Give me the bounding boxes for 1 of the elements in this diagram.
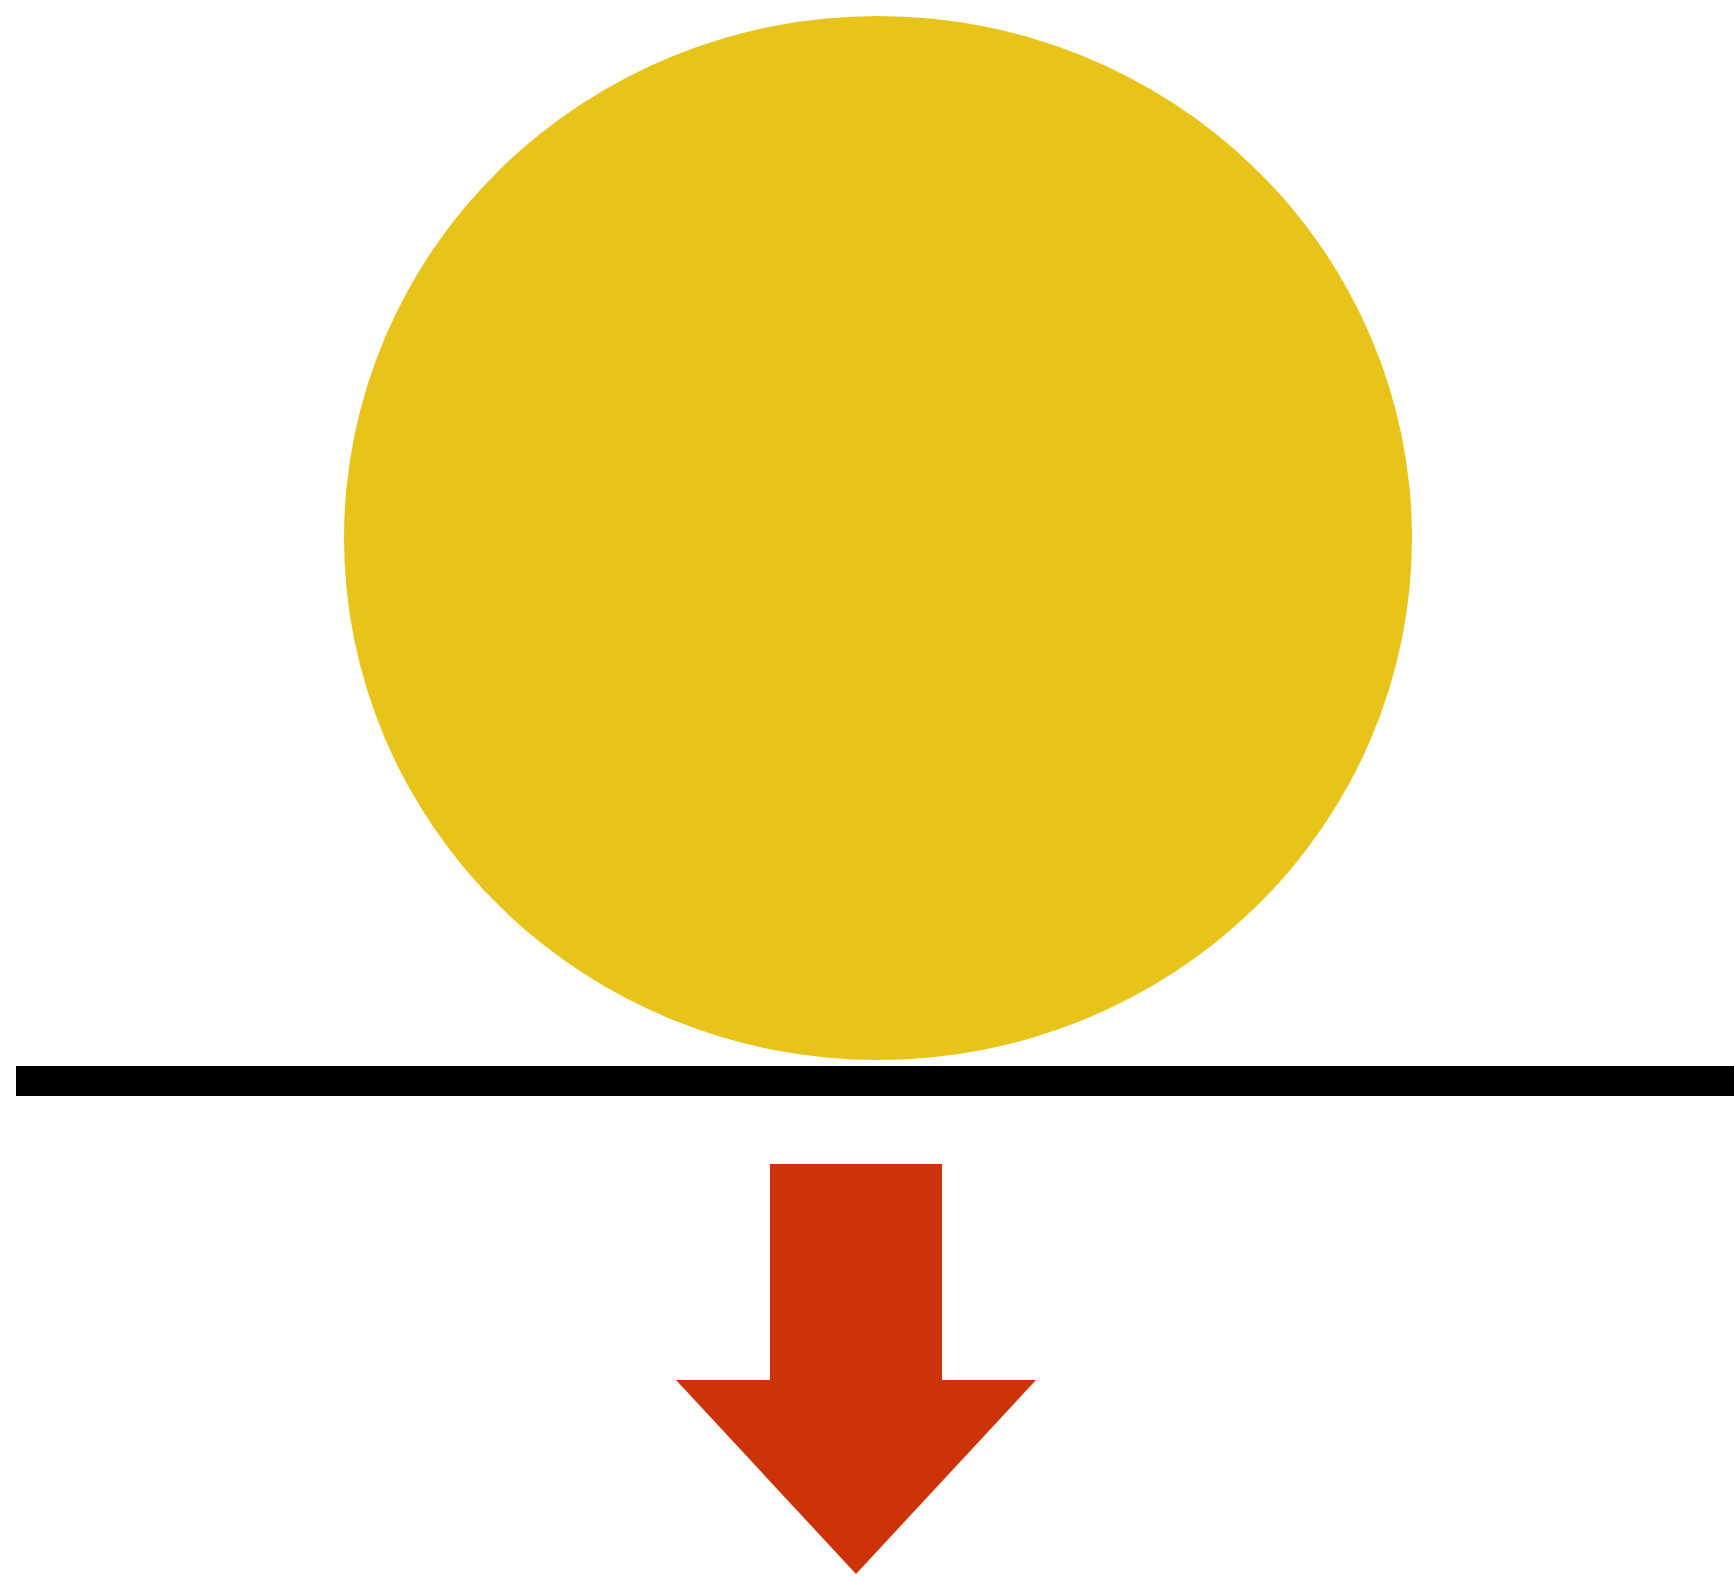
ball-drawing <box>344 16 1412 1060</box>
